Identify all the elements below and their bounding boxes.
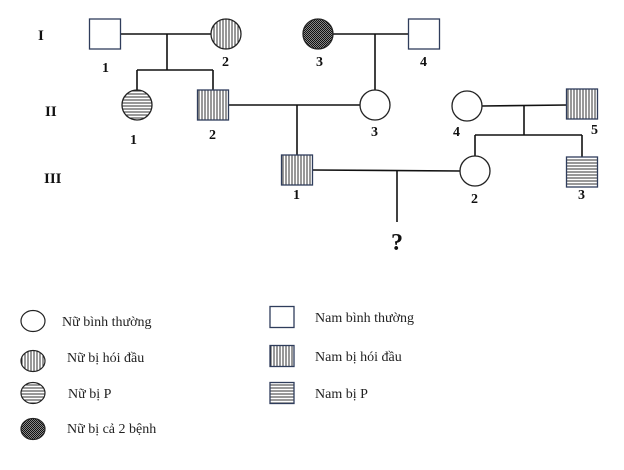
- individual-II-3: 3: [359, 89, 391, 140]
- legend-female-normal-icon: [20, 309, 46, 333]
- individual-number: 2: [222, 55, 229, 70]
- individual-number: 3: [371, 125, 378, 140]
- legend-female-bald-icon: [20, 349, 46, 373]
- individual-II-2: 2: [196, 89, 230, 143]
- individual-I-4: 4: [407, 18, 441, 70]
- generation-label-III: III: [44, 171, 62, 187]
- legend: Nữ bình thường Nữ bị hói đầu Nữ bị P Nữ bị …: [20, 305, 414, 441]
- individuals: 1 2 3 4 1 2 3 4 5 1 2 3: [88, 18, 599, 207]
- legend-text: Nam bình thường: [315, 311, 414, 326]
- legend-female-both-icon: [20, 417, 46, 441]
- legend-item: Nữ bị P: [20, 381, 112, 405]
- individual-number: 2: [471, 192, 478, 207]
- individual-number: 3: [316, 55, 323, 70]
- legend-item: Nam bị P: [269, 381, 368, 405]
- individual-number: 2: [209, 128, 216, 143]
- unknown-child-label: ?: [391, 230, 403, 256]
- legend-male-normal-icon: [269, 305, 295, 329]
- individual-number: 5: [591, 123, 598, 138]
- individual-number: 1: [293, 188, 300, 203]
- legend-female-P-icon: [20, 381, 46, 405]
- individual-III-3: 3: [565, 156, 599, 203]
- individual-II-5: 5: [565, 88, 599, 138]
- legend-male-P-icon: [269, 381, 295, 405]
- male-P-symbol: [565, 156, 599, 188]
- legend-item: Nữ bình thường: [20, 309, 151, 333]
- female-both-symbol: [302, 18, 334, 50]
- male-normal-symbol: [88, 18, 122, 50]
- legend-male-bald-icon: [269, 344, 295, 368]
- individual-II-1: 1: [121, 89, 153, 148]
- legend-item: Nữ bị cả 2 bệnh: [20, 417, 156, 441]
- male-bald-symbol: [565, 88, 599, 120]
- mating-line-II4-II5: [481, 104, 568, 107]
- legend-text: Nữ bình thường: [62, 315, 151, 330]
- male-normal-symbol: [407, 18, 441, 50]
- female-normal-symbol: [359, 89, 391, 121]
- individual-I-1: 1: [88, 18, 122, 76]
- generation-label-II: II: [45, 104, 57, 120]
- individual-number: 1: [130, 133, 137, 148]
- legend-item: Nữ bị hói đầu: [20, 349, 144, 373]
- legend-text: Nữ bị cả 2 bệnh: [67, 422, 156, 437]
- legend-text: Nữ bị hói đầu: [67, 351, 144, 366]
- mating-line-III1-III2: [311, 169, 461, 172]
- female-normal-symbol: [451, 90, 483, 122]
- generation-label-I: I: [38, 28, 44, 44]
- legend-text: Nam bị P: [315, 387, 368, 402]
- female-P-symbol: [121, 89, 153, 121]
- female-bald-symbol: [210, 18, 242, 50]
- individual-number: 3: [578, 188, 585, 203]
- legend-text: Nam bị hói đầu: [315, 350, 402, 365]
- legend-item: Nam bị hói đầu: [269, 344, 402, 368]
- male-bald-symbol: [280, 154, 314, 186]
- individual-I-2: 2: [210, 18, 242, 70]
- individual-III-2: 2: [459, 155, 491, 207]
- legend-item: Nam bình thường: [269, 305, 414, 329]
- individual-I-3: 3: [302, 18, 334, 70]
- pedigree-lines: [121, 33, 583, 222]
- female-normal-symbol: [459, 155, 491, 187]
- individual-number: 1: [102, 61, 109, 76]
- individual-II-4: 4: [451, 90, 483, 140]
- male-bald-symbol: [196, 89, 230, 121]
- individual-III-1: 1: [280, 154, 314, 203]
- individual-number: 4: [453, 125, 460, 140]
- legend-text: Nữ bị P: [68, 387, 112, 402]
- individual-number: 4: [420, 55, 427, 70]
